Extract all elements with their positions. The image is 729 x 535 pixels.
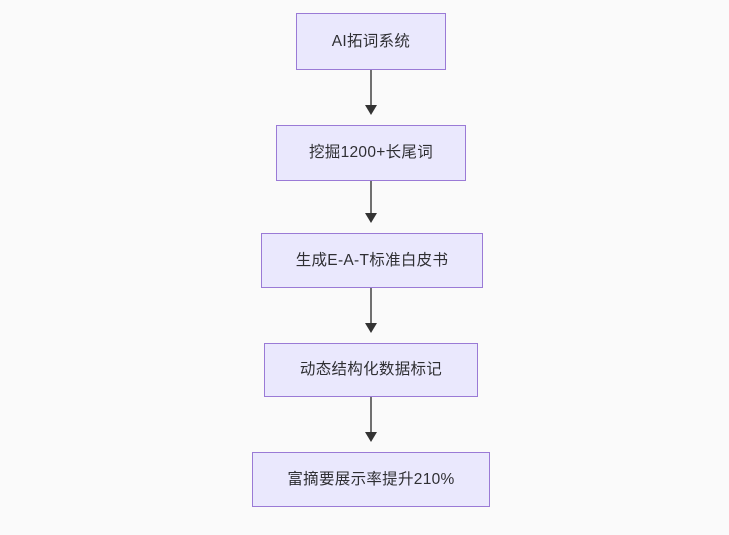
flow-node-generate-eat-whitepaper[interactable]: 生成E-A-T标准白皮书 bbox=[261, 233, 483, 288]
flow-connector-line bbox=[370, 397, 372, 433]
flow-node-label: AI拓词系统 bbox=[331, 32, 411, 50]
flow-arrowhead-icon bbox=[364, 432, 377, 442]
flow-arrowhead-icon bbox=[364, 105, 377, 115]
flow-connector-line bbox=[370, 181, 372, 214]
flow-node-dynamic-structured-data-markup[interactable]: 动态结构化数据标记 bbox=[264, 343, 478, 397]
flow-connector-line bbox=[370, 70, 372, 106]
flow-node-label: 挖掘1200+长尾词 bbox=[308, 144, 434, 162]
flow-node-rich-snippet-impression-uplift[interactable]: 富摘要展示率提升210% bbox=[252, 452, 490, 507]
flow-node-label: 生成E-A-T标准白皮书 bbox=[295, 251, 449, 269]
flow-node-label: 富摘要展示率提升210% bbox=[287, 470, 455, 488]
flow-node-mine-longtail-keywords[interactable]: 挖掘1200+长尾词 bbox=[276, 125, 466, 181]
flow-node-ai-keyword-system[interactable]: AI拓词系统 bbox=[296, 13, 446, 70]
flow-connector-line bbox=[370, 288, 372, 324]
flow-arrowhead-icon bbox=[364, 323, 377, 333]
flow-node-label: 动态结构化数据标记 bbox=[299, 361, 443, 379]
flow-arrowhead-icon bbox=[364, 213, 377, 223]
